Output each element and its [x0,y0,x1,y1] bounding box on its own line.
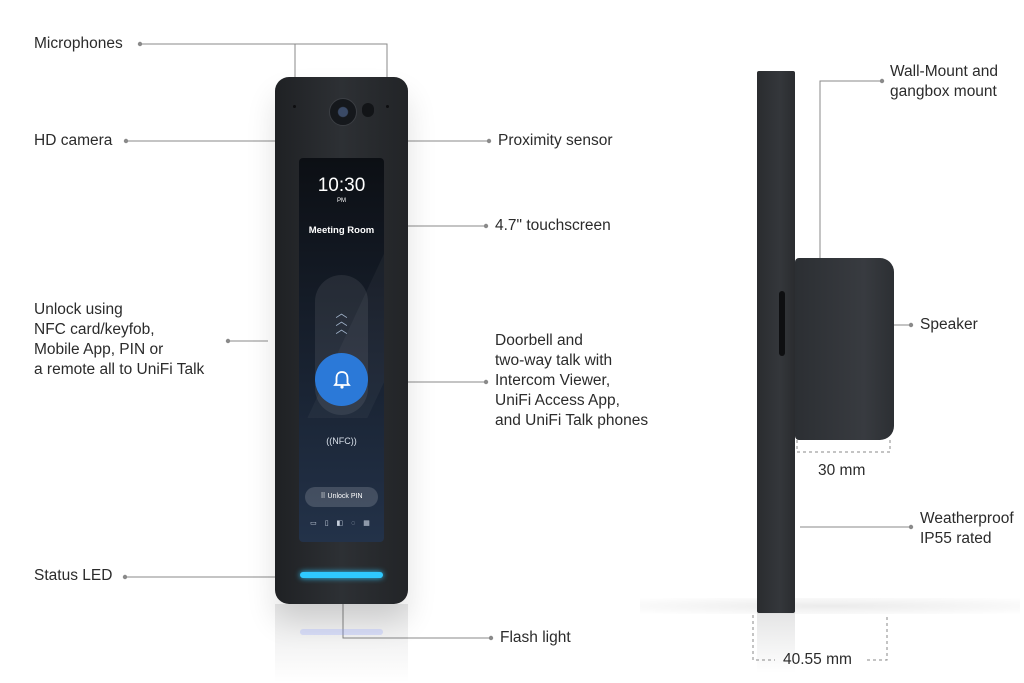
screen-ampm: PM [337,198,346,204]
dimension-depth-total: 40.55 mm [783,651,852,668]
label-doorbell: Doorbell and two-way talk with Intercom … [495,332,649,429]
touchscreen: 10:30 PM Meeting Room ︿︿︿ ((NFC)) ⠿ Unlo… [299,158,384,542]
microphones-leader [140,43,388,80]
hd-camera-lens [329,98,357,126]
dimension-depth-box: 30 mm [818,462,866,479]
nfc-icon: ((NFC)) [326,436,357,446]
label-flash-light: Flash light [500,629,571,646]
microphone-right [386,105,389,108]
label-speaker: Speaker [920,316,978,333]
keypad-icon: ⠿ [320,493,328,500]
status-led [300,572,383,578]
screen-room: Meeting Room [308,225,375,236]
speaker-grille [779,291,785,356]
label-wall-mount: Wall-Mount and gangbox mount [890,63,998,100]
bell-icon [315,353,368,406]
label-weatherproof: Weatherproof IP55 rated [920,510,1014,547]
chevron-up-icon: ︿︿︿ [335,306,348,336]
label-status-led: Status LED [34,567,113,584]
proximity-sensor [362,103,374,117]
intercom-side-view [757,71,795,613]
intercom-front-view: 10:30 PM Meeting Room ︿︿︿ ((NFC)) ⠿ Unlo… [275,77,408,604]
gangbox-mount [795,258,894,440]
unlock-method-icons: ▭ ▯ ◧ ◌ ▦ [310,520,373,527]
unlock-pin-button: ⠿ Unlock PIN [305,487,378,507]
label-unlock: Unlock using NFC card/keyfob, Mobile App… [34,301,205,378]
dimension-lines [752,440,891,661]
microphone-left [293,105,296,108]
wall-mount-leader [819,80,882,258]
screen-time: 10:30 [317,175,366,196]
label-touchscreen: 4.7" touchscreen [495,217,611,234]
label-hd-camera: HD camera [34,132,113,149]
label-microphones: Microphones [34,35,123,52]
front-reflection [275,604,408,683]
flash-light-leader [342,594,491,639]
label-proximity-sensor: Proximity sensor [498,132,613,149]
